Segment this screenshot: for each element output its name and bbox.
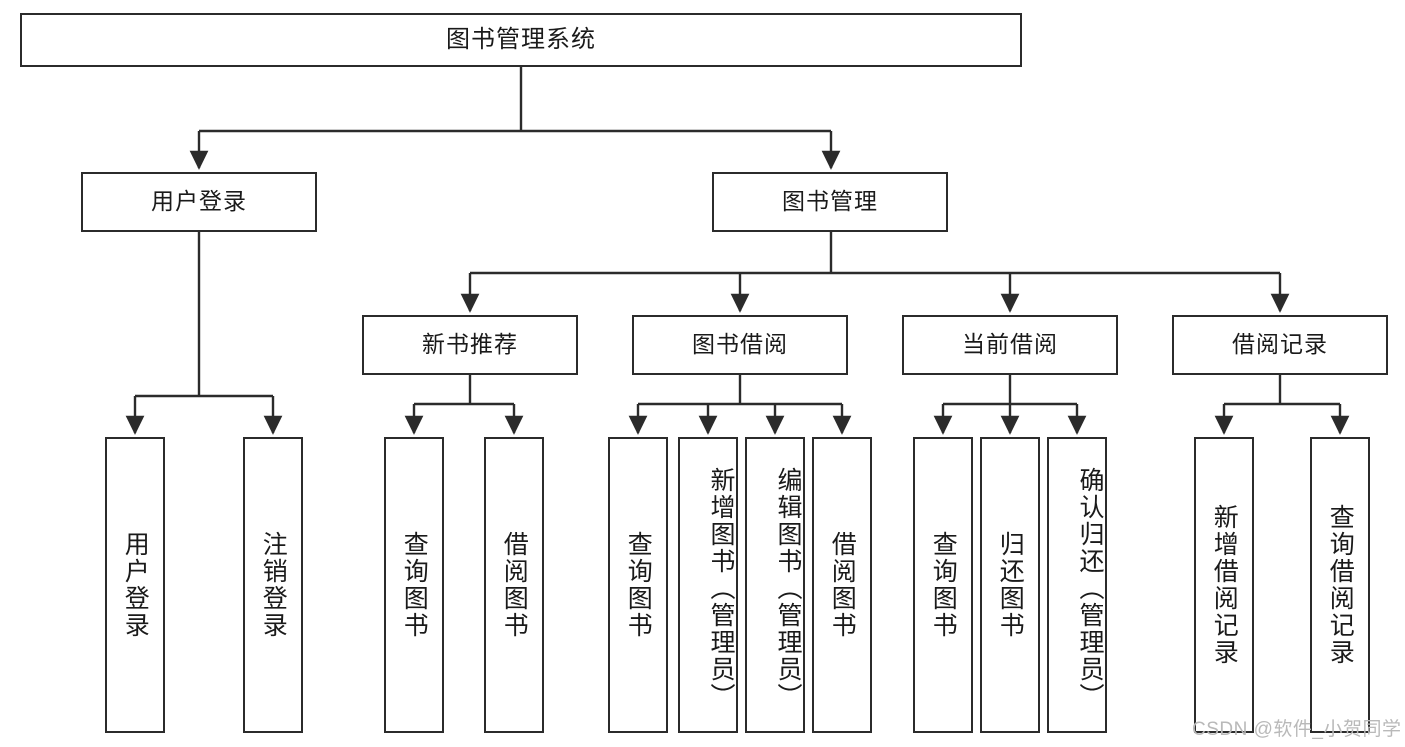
leaf-label: 归还图书 [996, 531, 1025, 639]
leaf-current-borrow-query-book[interactable]: 查询图书 [913, 437, 973, 733]
leaf-new-book-query-book[interactable]: 查询图书 [384, 437, 444, 733]
leaf-borrow-record-query-record[interactable]: 查询借阅记录 [1310, 437, 1370, 733]
leaf-label: 新增借阅记录 [1210, 504, 1239, 666]
node-book-management[interactable]: 图书管理 [712, 172, 948, 232]
leaf-label: 查询借阅记录 [1326, 504, 1355, 666]
node-root-system[interactable]: 图书管理系统 [20, 13, 1022, 67]
leaf-label: 用户登录 [121, 531, 150, 639]
node-book-borrow[interactable]: 图书借阅 [632, 315, 848, 375]
leaf-label: 查询图书 [929, 531, 958, 639]
node-root-label: 图书管理系统 [446, 25, 596, 53]
leaf-book-borrow-query-book[interactable]: 查询图书 [608, 437, 668, 733]
node-user-login[interactable]: 用户登录 [81, 172, 317, 232]
node-borrow-record[interactable]: 借阅记录 [1172, 315, 1388, 375]
leaf-label: 借阅图书 [828, 531, 857, 639]
node-new-book-recommend-label: 新书推荐 [422, 331, 518, 358]
leaf-user-login-logout[interactable]: 注销登录 [243, 437, 303, 733]
leaf-label: 注销登录 [259, 531, 288, 639]
node-book-management-label: 图书管理 [782, 188, 878, 215]
node-new-book-recommend[interactable]: 新书推荐 [362, 315, 578, 375]
node-borrow-record-label: 借阅记录 [1232, 331, 1328, 358]
leaf-new-book-borrow-book[interactable]: 借阅图书 [484, 437, 544, 733]
leaf-label: 查询图书 [400, 531, 429, 639]
leaf-book-borrow-edit-book-admin[interactable]: 编辑图书（管理员） [745, 437, 805, 733]
leaf-label: 编辑图书（管理员） [774, 466, 802, 710]
leaf-label: 借阅图书 [500, 531, 529, 639]
leaf-label: 查询图书 [624, 531, 653, 639]
leaf-borrow-record-add-record[interactable]: 新增借阅记录 [1194, 437, 1254, 733]
node-current-borrow[interactable]: 当前借阅 [902, 315, 1118, 375]
node-user-login-label: 用户登录 [151, 188, 247, 215]
leaf-current-borrow-return-book[interactable]: 归还图书 [980, 437, 1040, 733]
node-current-borrow-label: 当前借阅 [962, 331, 1058, 358]
leaf-book-borrow-add-book-admin[interactable]: 新增图书（管理员） [678, 437, 738, 733]
leaf-label: 确认归还（管理员） [1076, 466, 1104, 710]
leaf-label: 新增图书（管理员） [707, 466, 735, 710]
leaf-user-login-login[interactable]: 用户登录 [105, 437, 165, 733]
leaf-book-borrow-borrow-book[interactable]: 借阅图书 [812, 437, 872, 733]
leaf-current-borrow-confirm-return-admin[interactable]: 确认归还（管理员） [1047, 437, 1107, 733]
node-book-borrow-label: 图书借阅 [692, 331, 788, 358]
